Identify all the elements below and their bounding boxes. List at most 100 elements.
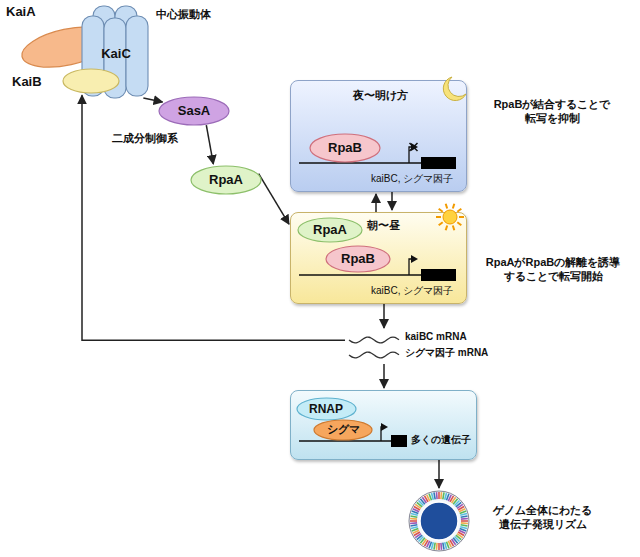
text-holder: RpaBが結合することで 転写を抑制 [476,98,628,126]
protein-ellipse: RpaA [190,165,262,195]
dna-line [299,162,421,163]
mrna-group: kaiBC mRNA シグマ因子 mRNA [345,330,495,364]
sun-icon [443,210,457,224]
sun-ray [439,209,443,212]
expression-tick [431,493,433,500]
expression-tick [445,542,447,549]
flow-arrow [383,304,385,328]
text-holder: 多くの遺伝子 [411,434,471,447]
text-holder: RpaA [297,217,363,243]
expression-tick [438,543,440,550]
expression-tick [461,518,468,520]
gene-block [421,269,456,281]
expression-tick [461,525,468,526]
ellipse-fill [297,398,356,420]
sun-ray [446,226,448,231]
text-holder: シグマ因子 mRNA [405,347,488,360]
text-holder: kaiBC mRNA [405,331,467,344]
flow-arrow [206,125,213,164]
ellipse-fill [159,97,229,125]
protein-ellipse: RNAP [296,397,357,421]
genome-ring [409,491,469,551]
text-holder: RNAP [296,397,357,421]
expression-tick [445,493,447,500]
mrna-wave [349,352,399,358]
text-holder: KaiA [6,4,36,20]
flow-arrow [438,460,440,488]
sun-ray [459,216,464,218]
expression-tick [436,492,438,499]
text-holder: RpaB [325,245,391,273]
flow-arrow [143,98,162,102]
expression-tick [447,542,449,549]
expression-tick [434,543,435,550]
node-text: KaiA [6,4,36,20]
protein-ellipse: SasA [158,96,230,126]
expression-tick [410,516,417,517]
ellipse-fill [298,218,362,242]
annotation-label: RpaBが結合することで 転写を抑制 [476,98,628,126]
node-text: シグマ [327,423,360,437]
node-text: 夜〜明け方 [353,89,408,103]
text-holder: SasA [158,96,230,126]
mrna-wave [349,337,399,343]
expression-tick [412,529,419,531]
expression-tick [410,525,417,526]
gene-block [421,157,456,169]
node-text: ゲノム全体にわたる 遺伝子発現リズム [480,504,605,532]
text-holder: kaiBC, シグマ因子 [371,173,453,186]
node-text: RpaB [341,251,375,267]
expression-tick [410,522,417,524]
promoter-arrowhead [381,423,388,431]
promoter-arrowhead [411,255,418,263]
expression-tick [440,543,442,550]
genome-circle: ゲノム全体にわたる 遺伝子発現リズム [408,490,470,552]
node-text: kaiBC, シグマ因子 [371,285,453,298]
expression-tick [410,518,417,520]
expression-tick [440,492,442,499]
flow-arrow [383,364,385,388]
text-holder: KaiC [80,46,152,62]
protein-ellipse: シグマ [313,419,373,441]
expression-tick [434,492,435,499]
node-text: KaiB [12,74,42,90]
node-text: RpaA [313,222,347,238]
sun-ray [436,216,441,218]
sun-ray [439,222,443,225]
expression-tick [443,543,444,550]
expression-tick [460,511,467,513]
annotation-label: 中心振動体 [156,8,211,22]
node-text: RpaA [209,172,243,188]
moon-icon [443,77,466,101]
node-text: kaiBC mRNA [405,331,467,344]
text-holder: シグマ [313,419,373,441]
ellipse-fill [63,69,119,93]
expression-tick [460,527,467,529]
flow-arrow [375,194,377,212]
transcription-panel: RNAP シグマ多くの遺伝子 [290,390,477,460]
text-holder: kaiBC, シグマ因子 [371,285,453,298]
node-text: 多くの遺伝子 [411,434,471,447]
node-text: RNAP [309,402,343,417]
sun-ray [457,222,461,225]
ellipse-fill [191,166,261,194]
expression-tick [461,522,468,524]
expression-tick [411,513,418,515]
text-holder: KaiB [12,74,42,90]
text-holder: RpaB [309,133,381,163]
block-mark [410,143,418,151]
text-holder: 二成分制御系 [112,132,178,146]
text-holder: 朝〜昼 [367,219,400,233]
expression-tick [429,494,431,501]
sun-ray [453,226,455,231]
node-text: kaiBC, シグマ因子 [371,173,453,186]
expression-tick [460,513,467,515]
expression-tick [443,492,444,499]
protein-ellipse: RpaB [309,133,381,163]
flow-arrow [259,174,289,224]
node-text: RpaB [328,140,362,156]
genome-core [420,502,458,540]
annotation-label: 二成分制御系 [112,132,178,146]
text-holder: ゲノム全体にわたる 遺伝子発現リズム [480,504,605,532]
